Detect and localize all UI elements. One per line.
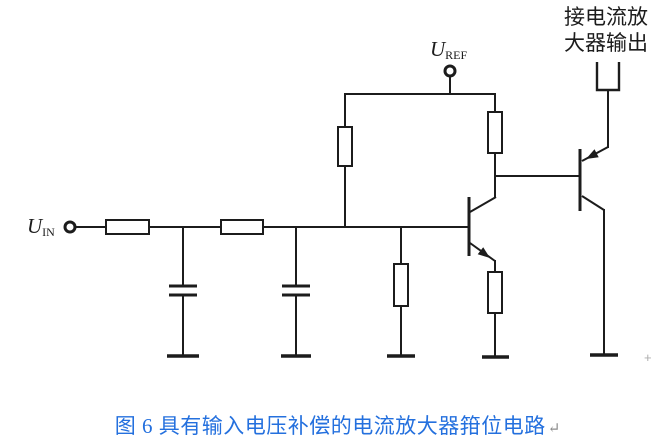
output-note-line2: 大器输出: [564, 31, 648, 55]
paragraph-mark-icon: ↵: [547, 421, 561, 437]
figure-caption-text: 图 6 具有输入电压补偿的电流放大器箝位电路: [114, 414, 546, 438]
resistor-r5: [393, 263, 409, 307]
u-ref-label: UREF: [430, 37, 468, 62]
resistor-r3: [337, 126, 353, 167]
resistor-r6: [487, 271, 503, 314]
transistor-q1-npn: [467, 196, 497, 262]
wires: [75, 77, 609, 357]
resistor-r4: [487, 111, 503, 154]
capacitor-c2: [282, 284, 310, 297]
uref-terminal: [443, 64, 457, 78]
resistor-r2: [220, 219, 264, 235]
anchor-mark-icon: +: [644, 350, 652, 365]
transistor-q2-pnp: [578, 146, 609, 211]
ground-bars: [167, 353, 618, 359]
q1-emitter-arrow: [477, 247, 490, 258]
figure-caption: 图 6 具有输入电压补偿的电流放大器箝位电路↵: [0, 410, 653, 440]
capacitor-c1: [169, 284, 197, 297]
q2-emitter-arrow: [586, 149, 599, 159]
output-note-line1: 接电流放: [564, 5, 648, 29]
u-in-label: UIN: [27, 214, 55, 239]
uin-terminal: [63, 220, 77, 234]
output-connector: [595, 62, 621, 92]
resistor-r1: [105, 219, 150, 235]
